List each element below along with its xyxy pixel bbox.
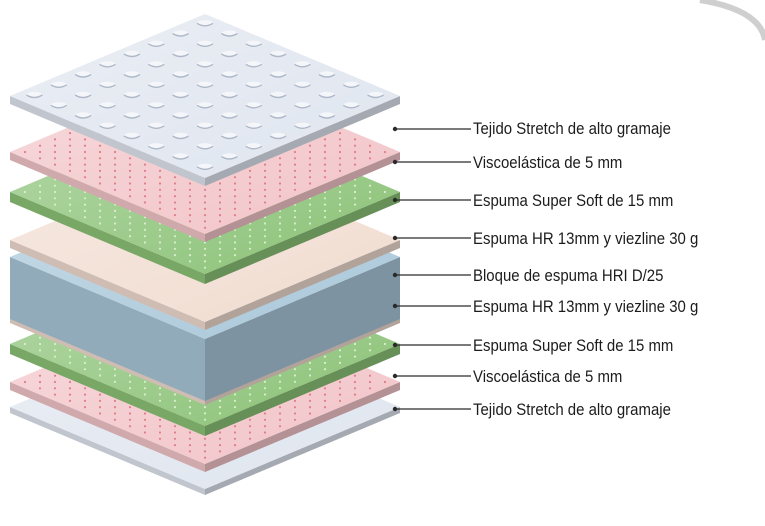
leader-line-bottom-hr-foam <box>392 303 471 309</box>
label-top-super-soft: Espuma Super Soft de 15 mm <box>473 191 674 210</box>
leader-line-top-fabric <box>392 126 471 132</box>
label-top-fabric: Tejido Stretch de alto gramaje <box>473 119 671 138</box>
layer-stack <box>10 14 400 495</box>
leader-line-bottom-super-soft <box>392 342 471 348</box>
leader-line-top-super-soft <box>392 197 471 203</box>
label-bottom-memory-foam: Viscoelástica de 5 mm <box>473 367 623 386</box>
leader-line-bottom-fabric <box>392 406 471 412</box>
leader-line-top-memory-foam <box>392 159 471 165</box>
leader-line-top-hr-foam <box>392 235 471 241</box>
label-bottom-hr-foam: Espuma HR 13mm y viezline 30 g <box>473 297 699 316</box>
label-top-memory-foam: Viscoelástica de 5 mm <box>473 153 623 172</box>
layer-top-fabric <box>10 14 400 186</box>
leader-line-bottom-memory-foam <box>392 373 471 379</box>
label-core-block: Bloque de espuma HRI D/25 <box>473 266 664 285</box>
leader-line-core-block <box>392 272 471 278</box>
decorative-curve <box>699 0 765 41</box>
label-top-hr-foam: Espuma HR 13mm y viezline 30 g <box>473 229 699 248</box>
label-bottom-fabric: Tejido Stretch de alto gramaje <box>473 400 671 419</box>
leader-lines <box>392 126 471 412</box>
label-bottom-super-soft: Espuma Super Soft de 15 mm <box>473 336 674 355</box>
